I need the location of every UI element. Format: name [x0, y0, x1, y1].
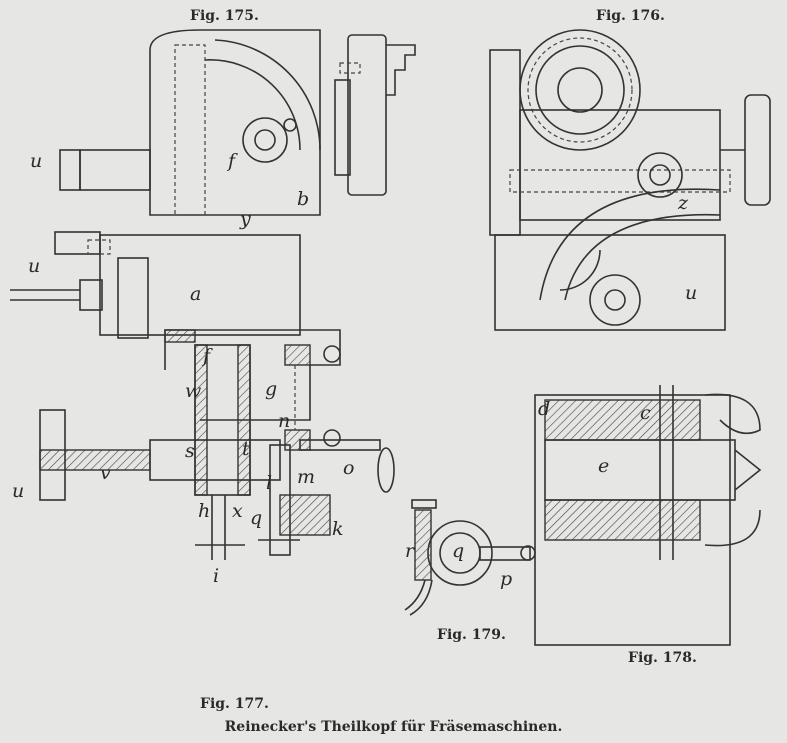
figure-caption: Reinecker's Theilkopf für Fräsemaschinen…	[224, 719, 563, 735]
letter-label: q	[452, 540, 465, 562]
letter-label: x	[232, 500, 243, 522]
letter-label: t	[242, 438, 250, 460]
letter-label: f	[203, 345, 211, 367]
letter-label: y	[240, 208, 251, 230]
letter-label: u	[12, 480, 25, 502]
fig-178-drawing	[534, 385, 762, 646]
letter-label: i	[213, 565, 220, 587]
letter-label: v	[100, 462, 111, 484]
figure-label-177: Fig. 177.	[200, 696, 269, 712]
letter-label: c	[640, 402, 651, 424]
letter-label: f	[228, 150, 236, 172]
fig-176-drawing	[489, 29, 771, 331]
figure-label-178: Fig. 178.	[628, 650, 697, 666]
letter-label: p	[500, 568, 513, 590]
letter-label: z	[678, 192, 689, 214]
letter-label: w	[185, 380, 202, 402]
fig-177-drawing	[39, 329, 395, 560]
letter-label: r	[405, 540, 415, 562]
letter-label: o	[343, 457, 355, 479]
fig-179-drawing	[404, 499, 536, 616]
letter-label: q	[250, 507, 263, 529]
figure-label-176: Fig. 176.	[596, 8, 665, 24]
letter-label: u	[685, 282, 698, 304]
fig-175-drawing	[10, 29, 416, 339]
letter-label: b	[297, 188, 310, 210]
letter-label: a	[190, 283, 202, 305]
letter-label: u	[28, 255, 41, 277]
letter-label: k	[332, 518, 344, 540]
figure-label-179: Fig. 179.	[437, 627, 506, 643]
letter-label: g	[265, 378, 278, 400]
letter-label: n	[278, 410, 291, 432]
figure-label-175: Fig. 175.	[190, 8, 259, 24]
letter-label: h	[198, 500, 211, 522]
letter-label: d	[538, 398, 551, 420]
letter-label: s	[185, 440, 195, 462]
letter-label: e	[598, 455, 610, 477]
letter-label: m	[297, 466, 316, 488]
letter-label: u	[30, 150, 43, 172]
letter-label: l	[266, 472, 273, 494]
